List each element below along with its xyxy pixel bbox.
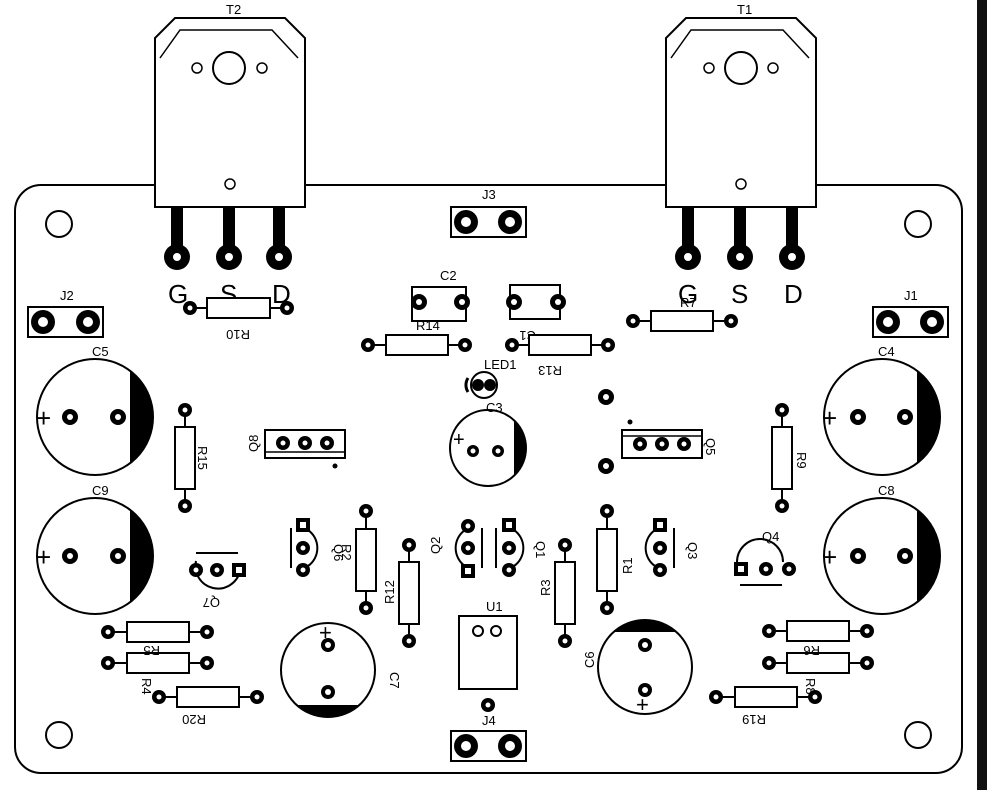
loose-pads (598, 389, 614, 474)
label-q1: Q1 (533, 541, 548, 558)
capacitor-c8: + (822, 497, 941, 615)
resistor-r7 (626, 310, 738, 332)
transistor-q4 (734, 538, 796, 586)
resistor-r20 (152, 686, 264, 708)
led-led1 (464, 371, 498, 399)
transistor-q8 (264, 429, 346, 469)
transistor-t2 (154, 17, 306, 270)
transistor-q3 (644, 518, 675, 577)
label-j2: J2 (60, 288, 74, 303)
label-q7: Q7 (203, 595, 220, 610)
transistor-q7 (189, 552, 246, 590)
regulator-u1 (458, 615, 518, 712)
label-c3: C3 (486, 400, 503, 415)
resistor-r6-upper (762, 620, 874, 642)
label-r14: R14 (416, 318, 440, 333)
mounting-hole (904, 210, 932, 238)
resistor-r1 (596, 504, 618, 615)
connector-j4 (450, 730, 527, 762)
label-r2: R2 (339, 544, 354, 561)
label-r3: R3 (538, 579, 553, 596)
connector-j1 (872, 306, 949, 338)
label-q8: Q8 (246, 435, 261, 452)
transistor-q2 (454, 519, 483, 578)
label-r15: R15 (195, 446, 210, 470)
label-j4: J4 (482, 713, 496, 728)
label-c9: C9 (92, 483, 109, 498)
label-q4: Q4 (762, 529, 779, 544)
label-r5: R5 (143, 643, 160, 658)
label-t2: T2 (226, 2, 241, 17)
label-r4: R4 (139, 678, 154, 695)
label-r13: R13 (538, 363, 562, 378)
label-q2: Q2 (428, 537, 443, 554)
mounting-hole (904, 721, 932, 749)
mounting-hole (45, 721, 73, 749)
svg-text:+: + (453, 429, 465, 451)
capacitor-c2 (411, 286, 470, 322)
label-q5: Q5 (703, 438, 718, 455)
label-t1: T1 (737, 2, 752, 17)
label-r9: R9 (794, 452, 809, 469)
label-c7: C7 (387, 672, 402, 689)
label-r12: R12 (382, 580, 397, 604)
label-c2: C2 (440, 268, 457, 283)
connector-j3 (450, 206, 527, 238)
label-j3: J3 (482, 187, 496, 202)
connector-j2 (27, 306, 104, 338)
right-edge-band (977, 0, 987, 790)
label-q3: Q3 (685, 542, 700, 559)
resistor-r14 (361, 334, 472, 356)
resistor-r6 (762, 652, 874, 674)
resistor-r19 (709, 686, 822, 708)
mounting-hole (45, 210, 73, 238)
label-t1-source: S (731, 279, 748, 309)
resistor-r2 (355, 504, 377, 615)
label-r1: R1 (620, 557, 635, 574)
resistor-r10 (183, 297, 294, 319)
label-r7: R7 (680, 295, 697, 310)
resistor-r9 (771, 403, 793, 513)
label-r6: R6 (803, 643, 820, 658)
label-r20: R20 (182, 712, 206, 727)
transistor-q1 (495, 518, 525, 577)
transistor-t1 (665, 17, 817, 270)
capacitor-c6: + (597, 619, 693, 717)
label-t1-gate: G (678, 279, 698, 309)
resistor-r4 (101, 621, 214, 643)
label-led1: LED1 (484, 357, 517, 372)
transistor-q5 (621, 419, 703, 459)
label-r19: R19 (742, 712, 766, 727)
resistor-r15 (174, 403, 196, 513)
svg-text:+: + (36, 403, 51, 433)
capacitor-c4: + (822, 358, 941, 476)
transistor-q6 (290, 518, 319, 577)
label-c8: C8 (878, 483, 895, 498)
label-q6: Q6 (331, 544, 346, 561)
label-c5: C5 (92, 344, 109, 359)
label-r10: R10 (226, 327, 250, 342)
capacitor-c9: + (36, 497, 154, 615)
capacitor-c7: + (280, 620, 376, 718)
label-u1: U1 (486, 599, 503, 614)
label-c6: C6 (582, 651, 597, 668)
capacitor-c1 (506, 284, 566, 320)
label-t1-drain: D (784, 279, 803, 309)
resistor-r3 (554, 538, 576, 648)
board-outline (14, 184, 963, 774)
resistor-r12 (398, 538, 420, 648)
svg-text:+: + (822, 403, 837, 433)
capacitor-c3: + (449, 409, 527, 487)
svg-text:+: + (822, 542, 837, 572)
resistor-r13 (505, 334, 615, 356)
label-j1: J1 (904, 288, 918, 303)
label-c4: C4 (878, 344, 895, 359)
svg-text:+: + (36, 542, 51, 572)
resistor-r5 (101, 652, 214, 674)
svg-text:+: + (636, 692, 649, 717)
label-t2-gate: G (168, 279, 188, 309)
capacitor-c5: + (36, 358, 154, 476)
